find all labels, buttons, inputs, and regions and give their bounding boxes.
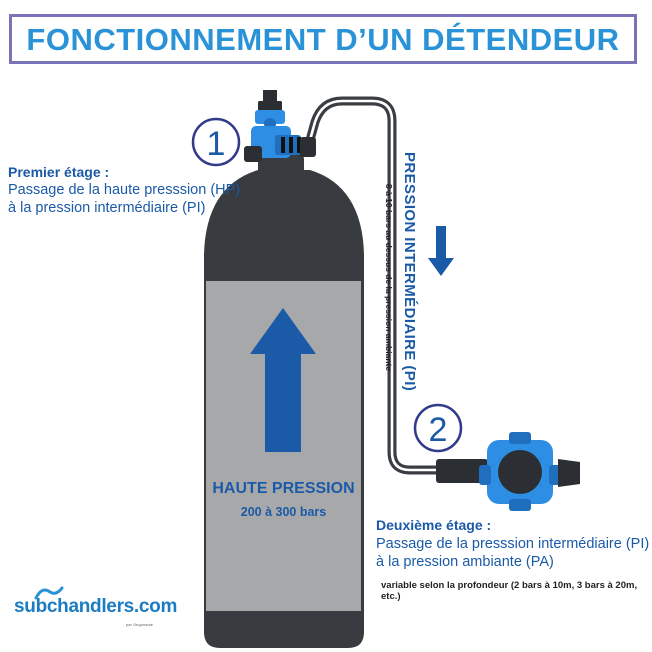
stage2-line1: Passage de la presssion intermédiaire (P… xyxy=(376,536,650,552)
logo-text: subchandlers.com xyxy=(14,596,178,617)
pi-label-text: PRESSION INTERMÉDIAIRE (PI) xyxy=(401,152,418,392)
second-stage-regulator xyxy=(436,432,580,511)
stage1-badge xyxy=(191,117,241,167)
down-arrow xyxy=(428,226,454,276)
stage1-line2: à la pression intermédiaire (PI) xyxy=(8,200,206,216)
pressure-range: 200 à 300 bars xyxy=(240,505,327,519)
stage1-line1: Passage de la haute presssion (HP) xyxy=(8,182,241,198)
logo-tagline: par l'Argonaute xyxy=(126,622,154,627)
haute-pression-label: HAUTE PRESSION xyxy=(212,480,355,497)
stage2-badge xyxy=(413,403,463,453)
pi-note-text: 8 à 10 bars au dessus de la pression amb… xyxy=(384,184,394,372)
page-title: FONCTIONNEMENT D’UN DÉTENDEUR xyxy=(26,22,620,57)
title-frame: FONCTIONNEMENT D’UN DÉTENDEUR xyxy=(9,14,637,64)
stage2-note: variable selon la profondeur (2 bars à 1… xyxy=(381,580,638,602)
up-arrow xyxy=(250,308,316,452)
stage2-title: Deuxième étage : xyxy=(376,517,492,533)
stage1-number: 1 xyxy=(207,125,226,163)
first-stage-regulator xyxy=(244,90,316,162)
wave-icon xyxy=(34,586,64,600)
stage2-number: 2 xyxy=(429,411,448,449)
stage1-title: Premier étage : xyxy=(8,164,110,180)
stage2-line2: à la pression ambiante (PA) xyxy=(376,554,554,570)
brand-logo[interactable]: subchandlers.com par l'Argonaute xyxy=(14,586,178,627)
